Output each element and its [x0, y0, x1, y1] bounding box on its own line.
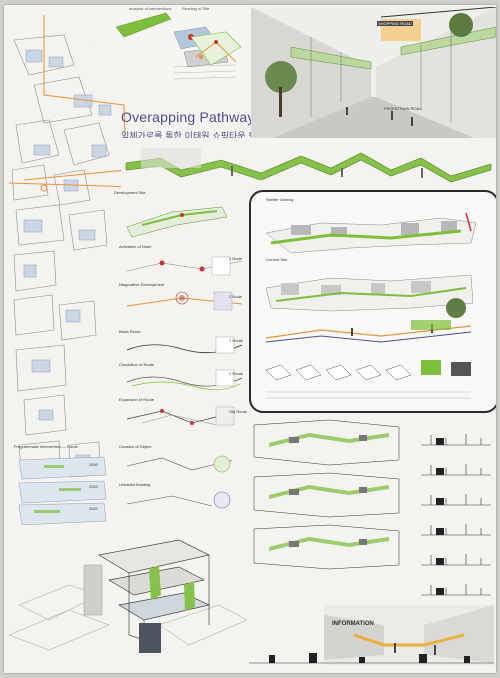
poster-title: Overapping Pathway: [121, 109, 255, 125]
urban-fabric-map: [8, 15, 135, 526]
label-information: INFORMATION: [332, 621, 374, 627]
label-creation-object: Creation of Object: [119, 444, 152, 449]
label-basic-route: Basic Route: [119, 329, 141, 334]
badge-route-b: 2 Route: [229, 371, 244, 376]
node-development-diagram: [126, 291, 243, 311]
poster: analysis of intersections Reading of Sit…: [4, 5, 496, 673]
label-reading-of-site: Reading of Site: [182, 6, 210, 11]
current-site-map: [265, 274, 474, 318]
badge-route-a: 1 Route: [229, 338, 244, 343]
information-render: [324, 605, 494, 665]
expansion-route-diagram: [126, 406, 235, 426]
poster-subtitle: 입체가로를 통한 이태원 쇼핑타운 활성화 계획안: [121, 132, 301, 142]
street-perspective-render: [251, 7, 496, 147]
circulation-route-diagram: [126, 369, 243, 390]
label-progression-route: Programmatic Intervention — Route: [14, 444, 78, 449]
axonometric-building: [9, 525, 249, 665]
development-site-diagram: [126, 206, 228, 238]
long-section-strip: [249, 653, 494, 664]
year-2007: 2007: [89, 506, 98, 511]
label-unfolded-building: Unfolded Building: [119, 482, 151, 487]
label-development-site: Development Site: [114, 190, 146, 195]
building-sections-column: [421, 434, 491, 596]
label-circulation-route: Circulation of Route: [119, 362, 155, 367]
year-2002: 2002: [89, 484, 98, 489]
element-icons-row: [265, 360, 471, 399]
label-pedestrian-road: PEDESTRIAN ROAD: [384, 106, 423, 111]
label-current-site: Current Site: [266, 257, 288, 262]
label-shelter-overlay: Shelter Overlay: [266, 197, 294, 202]
label-analysis-of-intersections: analysis of intersections: [129, 6, 172, 11]
label-node-development: Ntagorative Development: [119, 282, 165, 287]
pathway-ribbon-render: [121, 138, 496, 188]
label-shopping-road: SHOPPING ROAD: [377, 21, 413, 26]
shelter-overlay-map: [265, 212, 477, 254]
floor-plans-column: [249, 415, 414, 580]
badge-node-a: 1 Node: [229, 256, 242, 261]
node-activation-diagram: [126, 256, 243, 276]
label-activation-node: Activation of Node: [119, 244, 152, 249]
badge-obj-route: Obj Route: [229, 409, 248, 414]
route-section-strip: [265, 320, 472, 343]
badge-node-b: 2 Node: [229, 294, 242, 299]
year-2000: 2000: [89, 462, 98, 467]
basic-route-diagram: [126, 336, 243, 354]
label-expansion-route: Expansion of Route: [119, 397, 154, 402]
creation-object-diagram: [126, 455, 233, 473]
unfolded-building-diagram: [126, 491, 231, 509]
site-reading-diagram: [190, 31, 242, 66]
